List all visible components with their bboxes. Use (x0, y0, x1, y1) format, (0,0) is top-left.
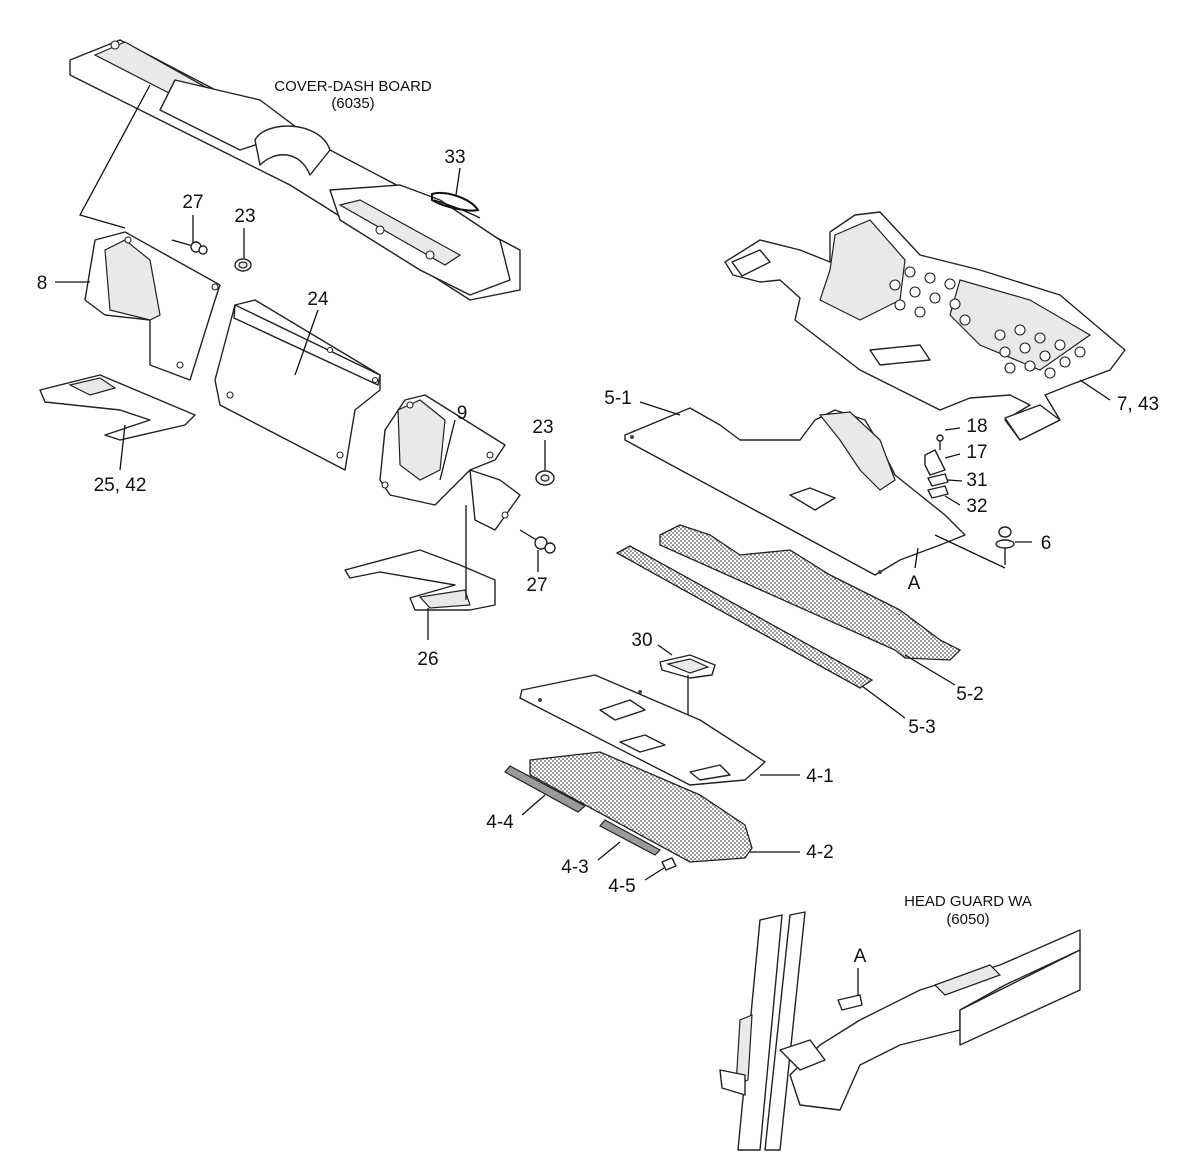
bolt-27-lower (519, 529, 556, 572)
label-4-5: 4-5 (608, 876, 635, 897)
bolt-part-6 (934, 526, 1032, 569)
bolt-27-upper (171, 215, 208, 255)
foam-strip-part-5-2 (659, 524, 962, 686)
washer-part-31 (927, 473, 963, 487)
label-27-upper: 27 (182, 192, 203, 213)
center-panel-part-24 (214, 299, 381, 471)
mat-bumps (889, 266, 1086, 379)
screw-part-18 (936, 427, 961, 450)
pad-part-30 (657, 644, 716, 770)
label-31: 31 (966, 470, 987, 491)
strip-part-4-3 (597, 819, 661, 861)
plate-part-32 (927, 485, 961, 506)
foam-strip-part-5-3 (615, 545, 906, 719)
label-26: 26 (417, 649, 438, 670)
label-4-2: 4-2 (806, 842, 833, 863)
label-4-4: 4-4 (486, 812, 514, 833)
floor-mat-part-7-43 (724, 211, 1126, 441)
plate-part-4-1 (519, 674, 800, 786)
title-head-guard-code: (6050) (946, 911, 989, 928)
label-4-1: 4-1 (806, 766, 833, 787)
label-5-3: 5-3 (908, 717, 935, 738)
strip-part-4-4 (504, 765, 587, 816)
label-24: 24 (307, 289, 329, 310)
label-8: 8 (37, 273, 48, 294)
label-7-43: 7, 43 (1117, 394, 1159, 415)
side-panel-part-8 (55, 231, 221, 381)
label-18: 18 (966, 416, 987, 437)
bracket-part-17 (924, 449, 961, 476)
bracket-part-26 (344, 505, 496, 640)
title-head-guard: HEAD GUARD WA (904, 893, 1032, 910)
cover-dash-board (69, 39, 521, 301)
leader-A-upper (914, 547, 919, 569)
label-23-lower: 23 (532, 417, 553, 438)
label-32: 32 (966, 496, 987, 517)
tab-part-4-5 (644, 857, 677, 881)
head-guard (719, 911, 1081, 1151)
label-A-upper: A (908, 573, 921, 594)
label-5-1: 5-1 (604, 388, 631, 409)
title-cover-dash-board: COVER-DASH BOARD (274, 78, 432, 95)
grommet-23-upper (234, 228, 252, 272)
label-33: 33 (444, 147, 465, 168)
label-30: 30 (631, 630, 652, 651)
label-27-lower: 27 (526, 575, 547, 596)
grommet-23-lower (535, 440, 555, 486)
label-A-lower: A (854, 946, 867, 967)
label-5-2: 5-2 (956, 684, 983, 705)
bracket-part-25-42 (39, 374, 196, 471)
label-23-upper: 23 (234, 206, 255, 227)
wire-part-33 (431, 167, 481, 219)
floor-plate-part-5-1 (624, 401, 966, 576)
label-4-3: 4-3 (561, 857, 588, 878)
foam-part-4-2 (529, 751, 800, 863)
label-9: 9 (457, 403, 468, 424)
title-cover-dash-board-code: (6035) (331, 95, 374, 112)
side-panel-part-9 (379, 394, 521, 531)
label-6: 6 (1041, 533, 1052, 554)
label-17: 17 (966, 442, 987, 463)
label-25-42: 25, 42 (94, 475, 147, 496)
